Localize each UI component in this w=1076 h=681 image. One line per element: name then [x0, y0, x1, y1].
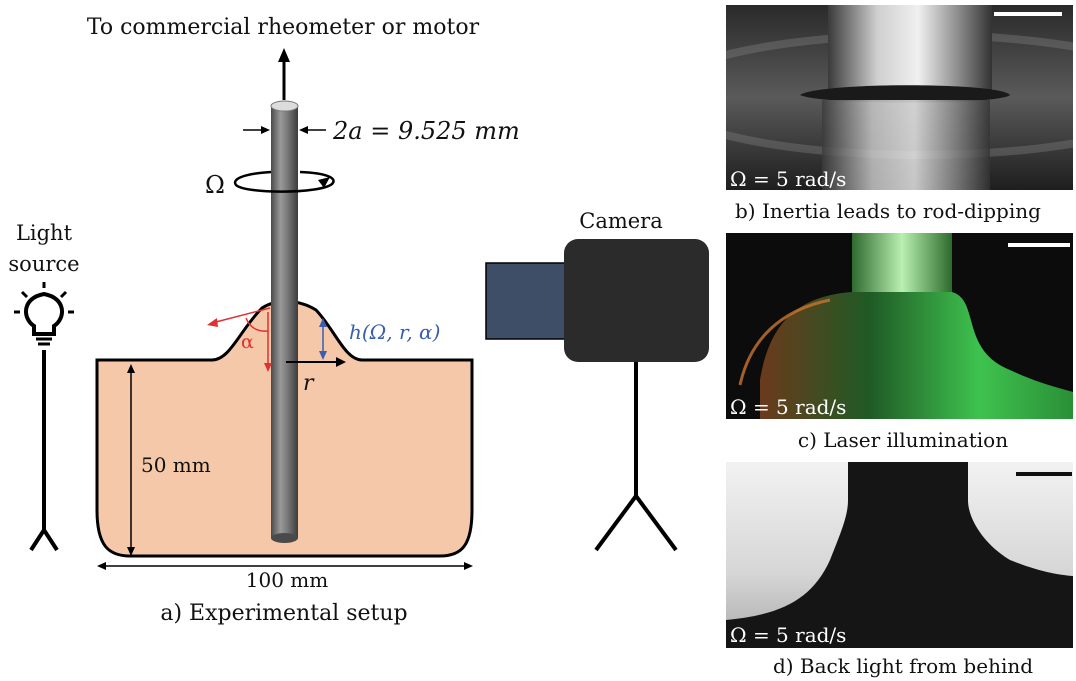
- tangent-arrowhead: [207, 318, 218, 327]
- top-label: To commercial rheometer or motor: [87, 15, 480, 40]
- light-label-line1: Light: [16, 221, 73, 245]
- tangent-line: [211, 307, 271, 324]
- height-label: h(Ω, r, α): [349, 320, 440, 344]
- caption-b: b) Inertia leads to rod-dipping: [735, 199, 1041, 223]
- camera-label: Camera: [579, 209, 663, 233]
- rod-bottom: [271, 533, 298, 543]
- vertical-arrowhead: [264, 363, 272, 372]
- camera-icon: [485, 239, 709, 362]
- alpha-label: α: [241, 331, 254, 353]
- rod-top: [270, 100, 299, 112]
- angle-arc: [245, 317, 269, 332]
- light-stand: [29, 350, 59, 552]
- camera-tripod: [594, 362, 678, 552]
- depth-arrowhead-top: [127, 364, 135, 373]
- overlay-b: Ω = 5 rad/s: [730, 167, 846, 191]
- omega-label: Ω: [205, 171, 225, 199]
- depth-arrowhead-bottom: [127, 547, 135, 556]
- r-arrowhead: [336, 357, 346, 367]
- width-arrowhead-right: [464, 562, 473, 570]
- diameter-arrowhead-left: [261, 126, 270, 134]
- rotation-arrow: [233, 170, 335, 193]
- overlay-c: Ω = 5 rad/s: [730, 395, 846, 419]
- height-arrowhead-bottom: [319, 351, 327, 360]
- width-arrowhead-left: [97, 562, 106, 570]
- height-arrowhead-top: [319, 318, 327, 327]
- depth-label: 50 mm: [141, 453, 211, 477]
- overlay-d: Ω = 5 rad/s: [730, 623, 846, 647]
- caption-d: d) Back light from behind: [773, 654, 1033, 678]
- diameter-arrowhead-right: [299, 126, 308, 134]
- photo-c: [726, 233, 1073, 419]
- up-arrow-head: [278, 48, 290, 62]
- width-label: 100 mm: [246, 568, 328, 592]
- rod-diameter-label: 2a = 9.525 mm: [332, 117, 520, 145]
- rotation-arrowhead: [318, 177, 330, 188]
- setup-caption: a) Experimental setup: [160, 601, 407, 626]
- photo-b: [726, 5, 1073, 190]
- photo-d: [726, 462, 1073, 648]
- r-label: r: [303, 371, 315, 396]
- lightbulb-icon: [14, 282, 74, 346]
- light-label-line2: source: [8, 252, 79, 276]
- rotating-rod: [271, 106, 298, 538]
- caption-c: c) Laser illumination: [798, 428, 1008, 452]
